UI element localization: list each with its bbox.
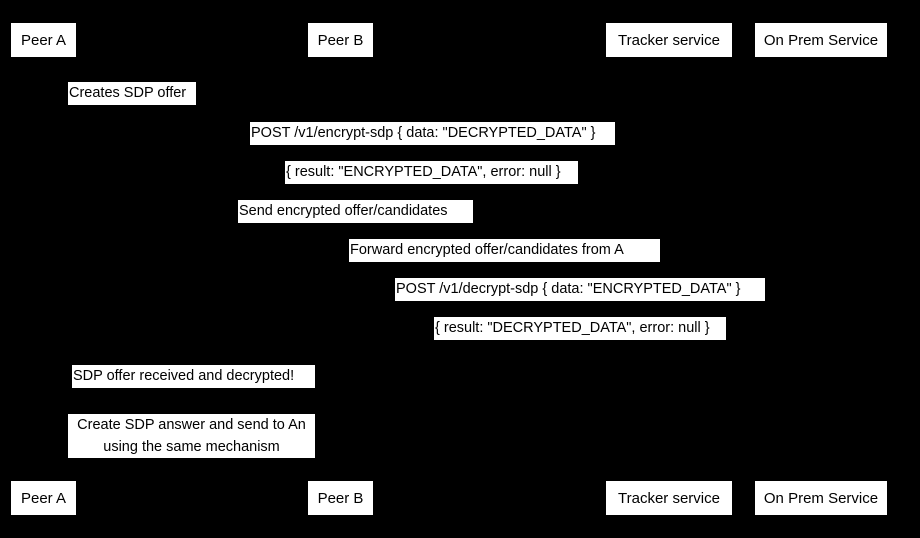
message-encrypt-sdp-result[interactable]: { result: "ENCRYPTED_DATA", error: null … [285, 161, 578, 184]
participant-header-peer-b[interactable]: Peer B [307, 22, 374, 58]
participant-label: Peer A [20, 489, 67, 507]
participant-label: Peer B [317, 489, 364, 507]
participant-footer-tracker-service[interactable]: Tracker service [605, 480, 733, 516]
participant-header-peer-a[interactable]: Peer A [10, 22, 77, 58]
message-decrypt-sdp-result[interactable]: { result: "DECRYPTED_DATA", error: null … [434, 317, 726, 340]
lifeline-peer-b [340, 58, 341, 480]
message-post-encrypt-sdp[interactable]: POST /v1/encrypt-sdp { data: "DECRYPTED_… [250, 122, 615, 145]
participant-header-on-prem-service[interactable]: On Prem Service [754, 22, 888, 58]
message-forward-encrypted-offer[interactable]: Forward encrypted offer/candidates from … [349, 239, 660, 262]
participant-footer-peer-a[interactable]: Peer A [10, 480, 77, 516]
message-send-encrypted-offer[interactable]: Send encrypted offer/candidates [238, 200, 473, 223]
participant-label: Tracker service [618, 489, 720, 507]
participant-label: Peer A [20, 31, 67, 49]
note-create-sdp-answer[interactable]: Create SDP answer and send to An using t… [68, 414, 315, 458]
message-creates-sdp-offer[interactable]: Creates SDP offer [68, 82, 196, 105]
participant-label: Tracker service [618, 31, 720, 49]
participant-header-tracker-service[interactable]: Tracker service [605, 22, 733, 58]
participant-label: On Prem Service [763, 489, 879, 507]
message-post-decrypt-sdp[interactable]: POST /v1/decrypt-sdp { data: "ENCRYPTED_… [395, 278, 765, 301]
participant-label: On Prem Service [763, 31, 879, 49]
participant-footer-peer-b[interactable]: Peer B [307, 480, 374, 516]
lifeline-tracker [669, 58, 670, 480]
participant-footer-on-prem-service[interactable]: On Prem Service [754, 480, 888, 516]
lifeline-peer-a [43, 58, 44, 480]
lifeline-on-prem [821, 58, 822, 480]
note-sdp-offer-received[interactable]: SDP offer received and decrypted! [72, 365, 315, 388]
participant-label: Peer B [317, 31, 364, 49]
